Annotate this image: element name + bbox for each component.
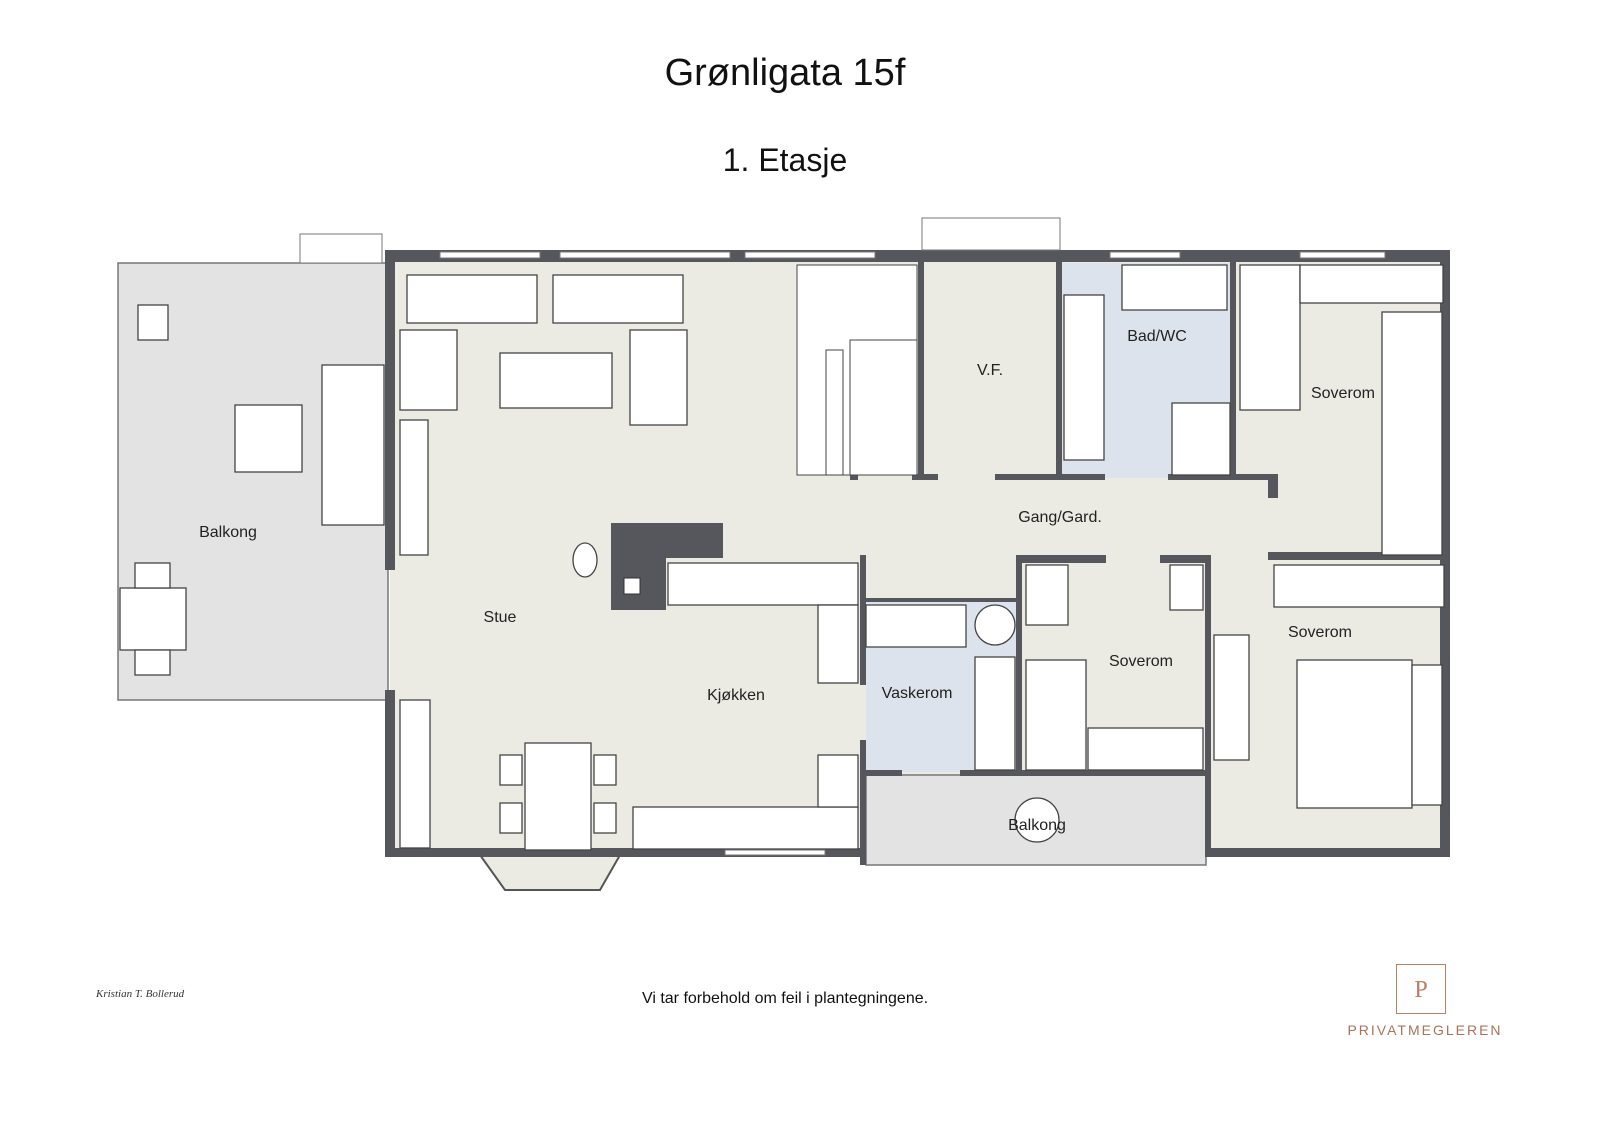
windows: [299, 217, 1386, 856]
room-label-stue: Stue: [484, 609, 517, 626]
broker-name: PRIVATMEGLEREN: [1347, 1022, 1503, 1038]
room-label-vf: V.F.: [977, 362, 1003, 379]
room-label-vaskerom: Vaskerom: [882, 685, 953, 702]
room-label-balkong-west: Balkong: [199, 524, 257, 541]
disclaimer: Vi tar forbehold om feil i plantegningen…: [641, 990, 929, 1007]
photographer-signature-logo: Kristian T. Bollerud: [96, 988, 185, 1000]
bay-window: [478, 854, 622, 891]
floor-subtitle: 1. Etasje: [722, 142, 848, 178]
room-label-kjokken: Kjøkken: [707, 687, 765, 704]
room-label-bad: Bad/WC: [1127, 328, 1187, 345]
room-label-soverom-se: Soverom: [1288, 624, 1352, 641]
room-label-gang: Gang/Gard.: [1018, 509, 1102, 526]
room-label-soverom-ne: Soverom: [1311, 385, 1375, 402]
room-label-balkong-south: Balkong: [1008, 817, 1066, 834]
plan-title: Grønligata 15f: [664, 52, 906, 94]
room-label-soverom-mid: Soverom: [1109, 653, 1173, 670]
walls: [385, 250, 1450, 865]
staircase: [796, 264, 918, 476]
broker-logo-mark: P: [1396, 964, 1446, 1014]
furniture: [119, 264, 1445, 851]
